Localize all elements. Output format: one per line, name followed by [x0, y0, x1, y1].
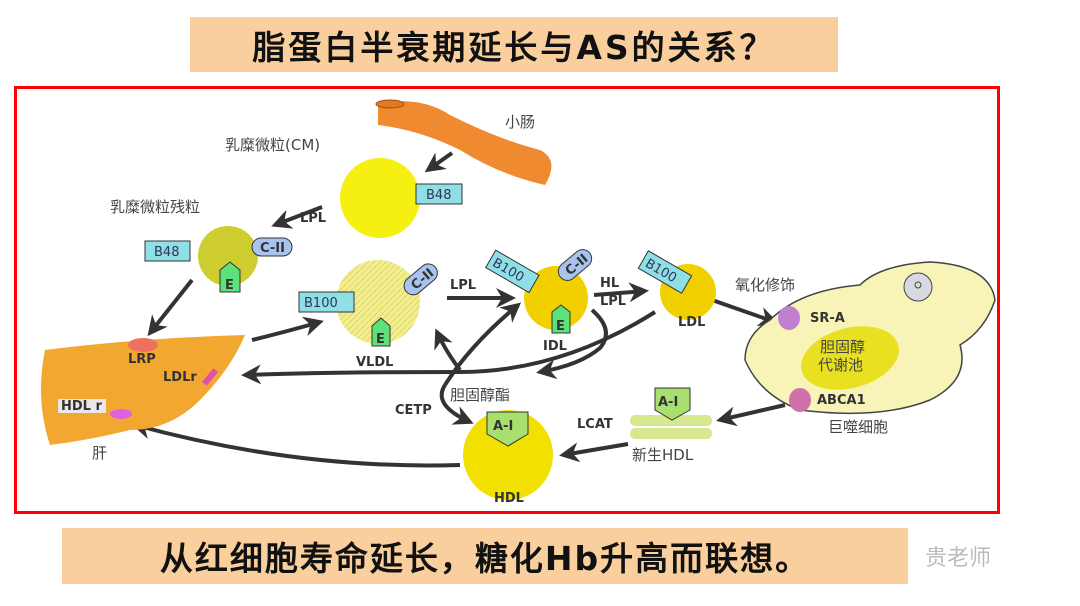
macrophage-nucleus [903, 272, 933, 302]
nascent-hdl-disk [630, 415, 712, 426]
apo-b100-tag [637, 250, 693, 294]
apo-b100-tag [485, 249, 540, 294]
apo-b48-tag [415, 183, 463, 205]
arrow-ldl-macrophage [711, 298, 779, 327]
label-cholesterol-pool-2: 代谢池 [818, 356, 863, 374]
hdlr-receptor [110, 409, 132, 419]
enzyme-hl-label: HL [600, 276, 619, 291]
label-small-intestine: 小肠 [505, 113, 535, 131]
apo-b48-label: B48 [154, 245, 179, 260]
label-liver: 肝 [92, 444, 107, 462]
small-intestine-icon [378, 101, 552, 185]
apo-a1-tag [486, 411, 529, 447]
arrow-cm-remnant [271, 205, 323, 229]
label-sr-a: SR-A [810, 311, 845, 326]
arrow-cetp-vldl [434, 328, 462, 372]
ldlr-receptor [201, 368, 219, 386]
apo-b100-label: B100 [304, 296, 338, 311]
enzyme-lpl-label: LPL [450, 278, 476, 293]
intestine-opening [375, 99, 405, 109]
apo-b48-tag [144, 240, 191, 262]
slide-title: 脂蛋白半衰期延长与AS的关系？ [252, 27, 776, 67]
label-hdl: HDL [494, 491, 524, 506]
title-banner: 脂蛋白半衰期延长与AS的关系？ [190, 17, 838, 72]
footer-text: 从红细胞寿命延长，糖化Hb升高而联想。 [159, 539, 811, 578]
apo-a1-tag [654, 387, 691, 421]
label-chylomicron: 乳糜微粒(CM) [225, 136, 320, 154]
apo-e-label: E [376, 332, 385, 347]
vldl-particle [336, 260, 420, 344]
arrow-idl-ldl [593, 282, 649, 303]
enzyme-lpl-label: LPL [300, 211, 326, 226]
line-abca1-nascent-hdl [716, 403, 786, 427]
sr-a-receptor [778, 306, 800, 330]
apo-e-label: E [556, 319, 565, 334]
apo-a1-label: A-I [658, 395, 678, 410]
apo-b48-label: B48 [426, 188, 451, 203]
apo-b100-tag [298, 291, 355, 313]
apo-e-tag [551, 304, 571, 334]
enzyme-cetp-label: CETP [395, 403, 432, 418]
chylomicron-particle [340, 158, 420, 238]
arrow-intestine-cm [424, 151, 454, 173]
arrow-cetp-idl [443, 302, 522, 387]
idl-particle [524, 266, 588, 330]
enzyme-lcat-label: LCAT [577, 417, 613, 432]
apo-e-label: E [225, 278, 234, 293]
apo-c2-tag [251, 237, 293, 257]
apo-e-tag [219, 261, 241, 293]
arrow-cetp-hdl [439, 383, 474, 425]
enzyme-lpl-label: LPL [600, 294, 626, 309]
diagram-frame [14, 86, 1000, 514]
label-lrp: LRP [128, 352, 156, 367]
arrow-ldl-liver [241, 310, 657, 385]
cm-remnant-particle [198, 226, 258, 286]
hdl-particle [463, 410, 553, 500]
nucleolus [914, 281, 922, 289]
label-vldl: VLDL [356, 355, 393, 370]
arrow-remnant-liver [147, 278, 194, 337]
label-ldl: LDL [678, 315, 705, 330]
label-idl: IDL [543, 339, 567, 354]
abca1-transporter [789, 388, 811, 412]
apo-c2-tag [557, 249, 593, 281]
cholesterol-pool [801, 326, 899, 390]
pathway-arrows [131, 151, 786, 468]
apo-a1-label: A-I [493, 419, 513, 434]
label-cm-remnant: 乳糜微粒残粒 [110, 198, 200, 216]
arrow-nascent-hdl [559, 442, 629, 463]
arrow-hdl-liver [131, 419, 461, 468]
footer-banner: 从红细胞寿命延长，糖化Hb升高而联想。 [62, 528, 908, 584]
liver-shape [41, 335, 245, 445]
label-macrophage: 巨噬细胞 [828, 418, 888, 436]
label-nascent-hdl: 新生HDL [632, 446, 694, 464]
label-cholesterol-pool-1: 胆固醇 [820, 338, 865, 356]
lrp-receptor [128, 338, 158, 352]
label-cholesteryl-ester: 胆固醇酯 [450, 386, 510, 404]
apo-c2-tag [403, 263, 438, 296]
label-ldlr: LDLr [163, 370, 197, 385]
apo-e-tag [371, 317, 391, 347]
hdlr-tag-bg [58, 399, 106, 413]
label-abca1: ABCA1 [817, 393, 866, 408]
apo-c2-label: C-II [260, 241, 285, 256]
nascent-hdl-disk [630, 428, 712, 439]
watermark: 贵老师 [925, 546, 992, 571]
arrow-idl-return [536, 308, 608, 380]
label-oxidative-modification: 氧化修饰 [735, 276, 795, 294]
arrow-liver-vldl [251, 316, 324, 342]
label-hdlr: HDL r [61, 399, 102, 414]
